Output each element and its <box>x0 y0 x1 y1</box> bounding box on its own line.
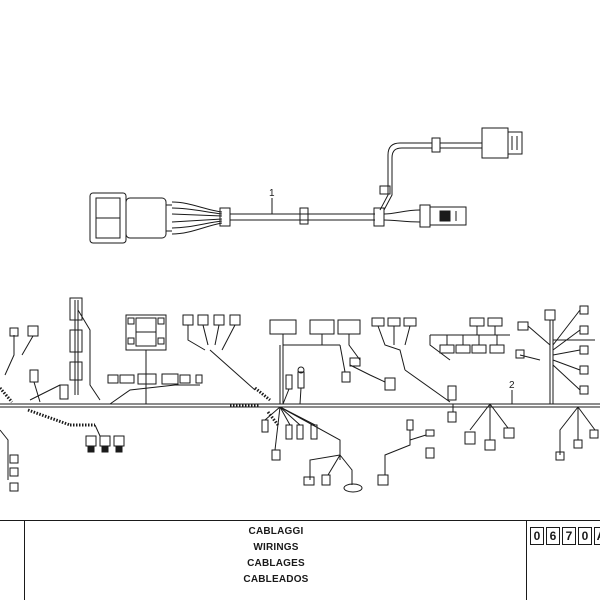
small-connector <box>484 439 496 451</box>
title-english: WIRINGS <box>253 542 299 553</box>
drawing-code: 0 6 7 0 A <box>530 527 600 545</box>
small-connector <box>303 476 315 486</box>
small-connector <box>425 447 435 459</box>
small-connector <box>406 419 414 431</box>
sensor <box>285 374 293 390</box>
harness-1-branch-connector <box>481 127 523 159</box>
code-digit: 7 <box>562 527 576 545</box>
title-french: CABLAGES <box>247 558 305 569</box>
code-digit: 0 <box>578 527 592 545</box>
central-connectors <box>269 319 361 335</box>
title-block: CABLAGGI WIRINGS CABLAGES CABLEADOS <box>0 520 600 600</box>
wiring-diagram: 1 2 <box>0 127 600 493</box>
small-connector <box>9 482 19 492</box>
small-connector <box>515 349 525 359</box>
harness-1 <box>89 127 523 244</box>
small-connector <box>349 357 361 367</box>
code-letter: A <box>594 527 600 545</box>
small-connector <box>9 467 19 477</box>
small-connector <box>589 429 599 439</box>
small-connector <box>27 325 39 337</box>
upper-right-connectors <box>371 317 417 327</box>
harness-1-clip <box>431 137 441 153</box>
ground-point <box>343 483 363 493</box>
left-connector-stack <box>59 297 83 400</box>
sensor <box>297 371 305 389</box>
small-connector <box>447 411 457 423</box>
small-connector <box>544 309 556 321</box>
small-connector <box>341 371 351 383</box>
top-connectors <box>182 314 241 326</box>
code-digit: 6 <box>546 527 560 545</box>
small-connector <box>9 454 19 464</box>
relay-box <box>125 314 167 351</box>
inline-connectors <box>107 373 203 385</box>
relay-group <box>85 435 125 453</box>
small-connector <box>377 474 389 486</box>
harness-1-clip <box>373 207 385 227</box>
code-digit: 0 <box>530 527 544 545</box>
harness-1-main-connector <box>89 192 172 244</box>
title-block-titles: CABLAGGI WIRINGS CABLAGES CABLEADOS <box>26 524 526 588</box>
small-connector <box>9 327 19 337</box>
harness-1-clip <box>299 207 309 225</box>
small-connector <box>447 385 457 401</box>
lower-connectors <box>261 419 318 461</box>
harness-1-clip <box>379 185 391 195</box>
small-connector <box>321 474 331 486</box>
small-connector <box>555 451 565 461</box>
small-connector <box>384 377 396 391</box>
corrugated-sleeve <box>0 386 280 427</box>
small-connector <box>464 431 476 445</box>
small-connector <box>573 439 583 449</box>
small-connector <box>517 321 529 331</box>
right-edge-connectors <box>579 305 589 395</box>
callout-2: 2 <box>509 380 515 391</box>
small-connector <box>29 369 39 383</box>
harness-1-clip <box>219 207 231 227</box>
callout-1: 1 <box>269 188 275 199</box>
title-spanish: CABLEADOS <box>243 574 309 585</box>
small-connector <box>503 427 515 439</box>
small-connector <box>425 429 435 437</box>
harness-2 <box>0 297 600 493</box>
title-italian: CABLAGGI <box>248 526 304 537</box>
harness-1-end-connector <box>419 204 467 228</box>
